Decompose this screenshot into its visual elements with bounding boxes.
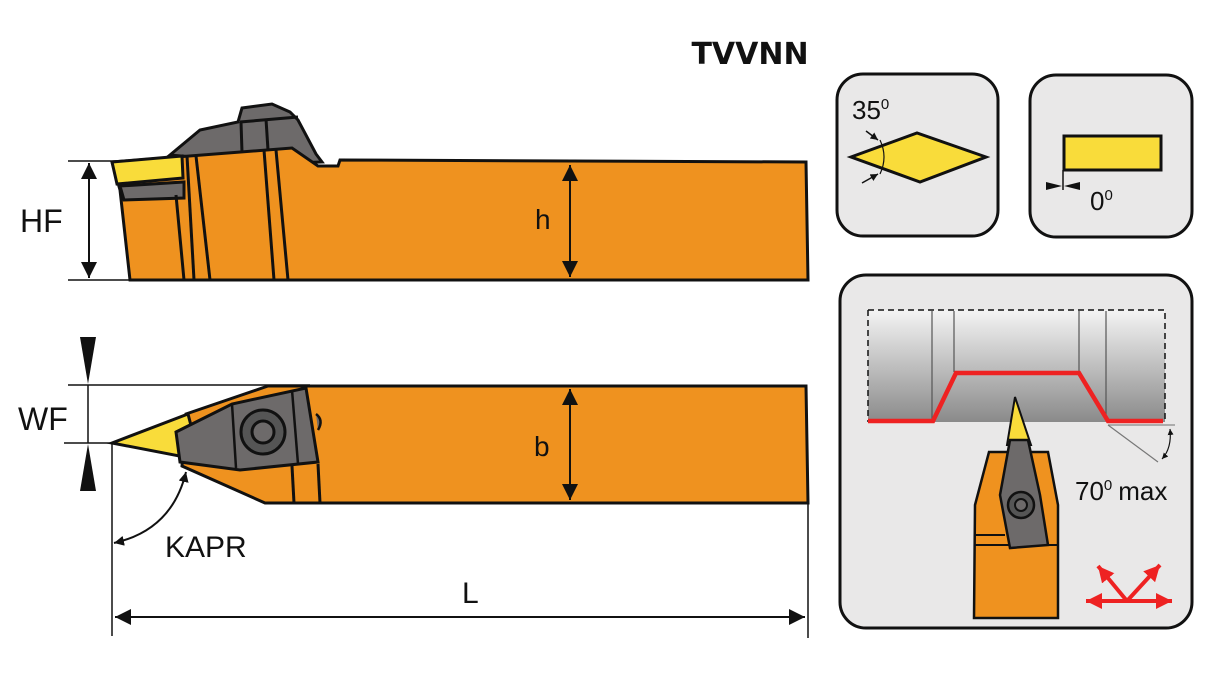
insert-angle-value: 350 (852, 95, 889, 125)
clearance-angle-panel: 00 (1028, 73, 1194, 239)
b-label: b (534, 431, 550, 462)
kapr-angle-arc (113, 471, 189, 546)
insert-side (110, 154, 185, 186)
hf-label: HF (20, 203, 63, 239)
h-label: h (535, 204, 551, 235)
product-code-title: TVVNN (691, 37, 808, 72)
insert-clearance-icon (1062, 134, 1163, 172)
clearance-angle-value: 00 (1090, 186, 1113, 216)
machining-profile (868, 370, 1163, 424)
shim (118, 180, 186, 202)
top-view: WF b KAPR L (18, 337, 810, 638)
feed-directions-icon (1086, 563, 1172, 609)
insert-shape-panel: 350 (835, 72, 1000, 238)
side-view: HF h (20, 102, 810, 282)
wf-arrow-top (80, 337, 96, 384)
kapr-label: KAPR (165, 531, 247, 564)
holder-body-side (110, 146, 810, 282)
rhombic-insert-icon (846, 131, 991, 184)
wf-arrow-bottom (80, 444, 96, 491)
l-label: L (462, 577, 479, 610)
wf-label: WF (18, 401, 68, 437)
